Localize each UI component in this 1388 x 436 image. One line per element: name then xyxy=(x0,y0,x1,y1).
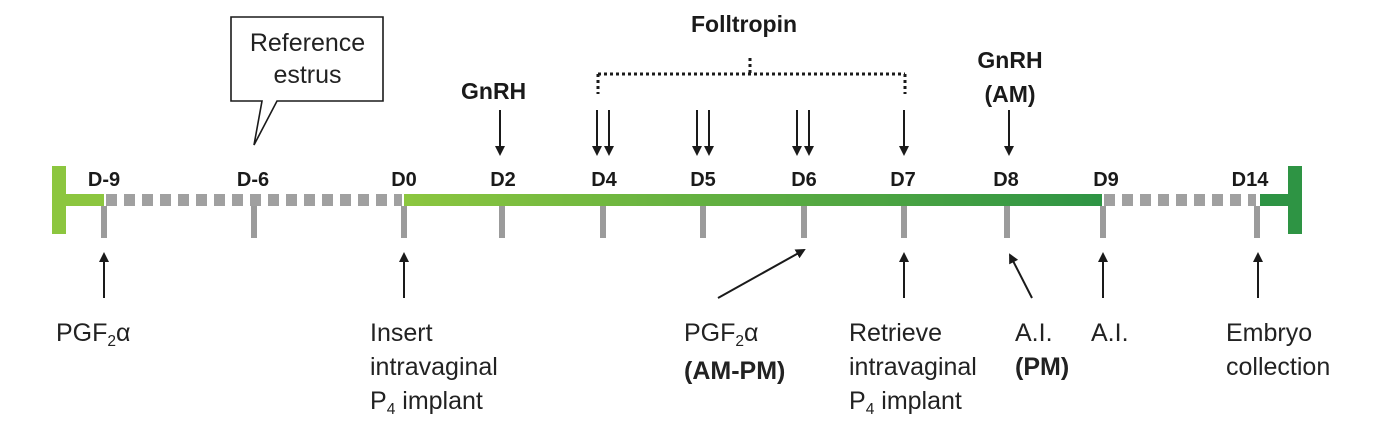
tick-d0 xyxy=(401,206,407,238)
gnrh-d2-label: GnRH xyxy=(461,78,527,104)
pgf-d6-alpha: α xyxy=(744,319,759,347)
tick-d-9 xyxy=(101,206,107,238)
gnrh-d8-line-2: (AM) xyxy=(984,81,1036,107)
pgf-d6-line-2: (AM-PM) xyxy=(684,357,786,385)
tick-d7 xyxy=(901,206,907,238)
insert-subscript: 4 xyxy=(386,400,396,418)
folltropin-bracket xyxy=(596,58,907,94)
bottom-arrows xyxy=(99,249,1263,299)
retrieve-implant-word: implant xyxy=(874,387,962,415)
reference-estrus-callout: Reference estrus xyxy=(240,26,375,92)
event-embryo-collection: Embryo collection xyxy=(1226,316,1330,384)
tick-d6 xyxy=(801,206,807,238)
embryo-line-1: Embryo xyxy=(1226,319,1313,347)
pgf-d6-subscript: 2 xyxy=(735,332,745,350)
day-label-d6: D6 xyxy=(791,169,817,191)
tick-d-6 xyxy=(251,206,257,238)
insert-line-2: intravaginal xyxy=(370,353,498,381)
event-retrieve-implant: Retrieve intravaginal P4 implant xyxy=(849,316,977,422)
insert-implant-word: implant xyxy=(395,387,483,415)
insert-line-3: P4 implant xyxy=(370,384,498,422)
retrieve-line-1: Retrieve xyxy=(849,319,943,347)
tick-d5 xyxy=(700,206,706,238)
timeline-left-connector xyxy=(62,194,104,206)
reference-estrus-callout-bubble xyxy=(230,16,384,146)
pgf-d6-line-1: PGF2α xyxy=(684,316,785,354)
pgf-d6-prefix: PGF xyxy=(684,319,736,347)
tick-d14 xyxy=(1254,206,1260,238)
day-label-d-9: D-9 xyxy=(87,169,121,191)
folltropin-label: Folltropin xyxy=(691,11,798,37)
pgf-alpha: α xyxy=(116,319,131,347)
tick-d9 xyxy=(1100,206,1106,238)
arrow-pgf-d6 xyxy=(717,249,806,299)
day-ticks xyxy=(101,206,1260,238)
event-insert-implant: Insert intravaginal P4 implant xyxy=(370,316,498,422)
day-label-d0: D0 xyxy=(391,169,417,191)
retrieve-line-3: P4 implant xyxy=(849,384,977,422)
callout-line-2: estrus xyxy=(273,61,342,89)
day-label-d5: D5 xyxy=(690,169,716,191)
insert-p: P xyxy=(370,387,387,415)
timeline-end-cap xyxy=(1288,166,1302,234)
day-label-d2: D2 xyxy=(490,169,516,191)
timeline-start-cap xyxy=(52,166,66,234)
tick-d2 xyxy=(499,206,505,238)
timeline-right-connector xyxy=(1260,194,1290,206)
day-label-d14: D14 xyxy=(1231,169,1269,191)
timeline-solid-protocol xyxy=(404,194,1102,206)
gnrh-d8-line-1: GnRH xyxy=(977,47,1043,73)
top-arrows xyxy=(495,110,1014,156)
day-label-d9: D9 xyxy=(1093,169,1119,191)
insert-line-1: Insert xyxy=(370,319,433,347)
event-ai-d9: A.I. xyxy=(1091,316,1129,350)
embryo-line-2: collection xyxy=(1226,353,1331,381)
event-ai-pm: A.I. (PM) xyxy=(1015,316,1069,384)
gnrh-d8-label: GnRH (AM) xyxy=(977,43,1043,111)
day-label-d4: D4 xyxy=(591,169,617,191)
day-label-d7: D7 xyxy=(890,169,916,191)
event-pgf-d6: PGF2α (AM-PM) xyxy=(684,316,785,388)
event-pgf-d-9: PGF2α xyxy=(56,316,130,354)
pgf-subscript: 2 xyxy=(107,332,117,350)
retrieve-p: P xyxy=(849,387,866,415)
tick-d8 xyxy=(1004,206,1010,238)
ai-pm-line-1: A.I. xyxy=(1015,319,1053,347)
tick-d4 xyxy=(600,206,606,238)
day-label-d-6: D-6 xyxy=(236,169,270,191)
arrow-ai-pm xyxy=(1009,253,1033,299)
pgf-prefix: PGF xyxy=(56,319,108,347)
ai-pm-line-2: (PM) xyxy=(1015,353,1070,381)
ai-d9-line-1: A.I. xyxy=(1091,319,1129,347)
callout-line-1: Reference xyxy=(249,29,366,57)
retrieve-subscript: 4 xyxy=(865,400,875,418)
retrieve-line-2: intravaginal xyxy=(849,353,977,381)
day-label-d8: D8 xyxy=(993,169,1019,191)
